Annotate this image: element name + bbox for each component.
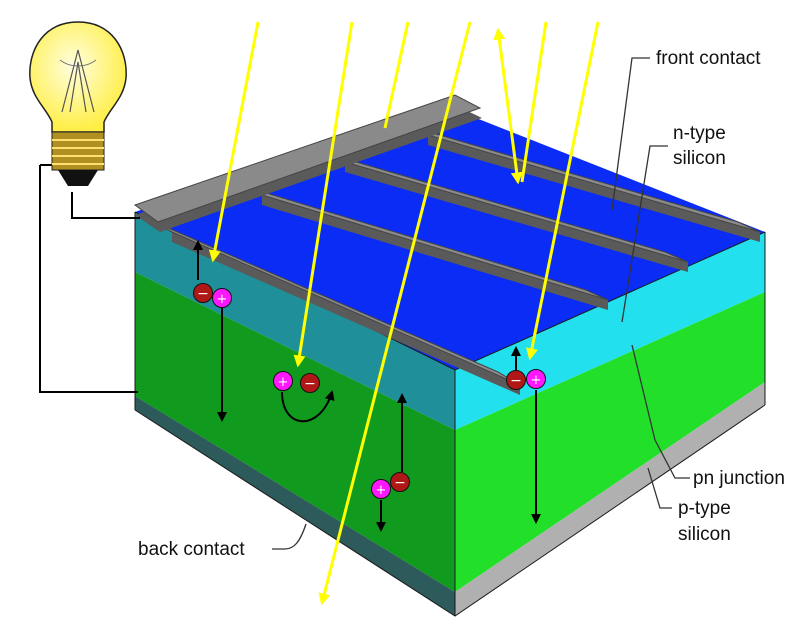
- label-n-type: n-type: [673, 123, 726, 144]
- hole-sign: +: [376, 483, 387, 498]
- electron-sign: −: [197, 286, 209, 302]
- label-back-contact: back contact: [138, 539, 245, 560]
- electron-sign: −: [304, 376, 316, 392]
- electron-sign: −: [510, 373, 522, 389]
- label-p-type: p-type: [678, 498, 731, 519]
- hole-sign: +: [531, 373, 542, 388]
- external-circuit: [40, 165, 140, 392]
- hole-sign: +: [217, 292, 228, 307]
- label-p-type-silicon: silicon: [678, 524, 731, 545]
- wire-to-back-contact: [40, 165, 138, 392]
- label-pn-junction: pn junction: [693, 468, 785, 489]
- light-bulb-icon: [30, 22, 126, 186]
- label-front-contact: front contact: [656, 48, 761, 69]
- label-n-type-silicon: silicon: [673, 148, 726, 169]
- back-contact-leader: [272, 524, 306, 549]
- wire-to-front-contact: [72, 192, 140, 218]
- hole-sign: +: [278, 375, 289, 390]
- electron-sign: −: [394, 475, 406, 491]
